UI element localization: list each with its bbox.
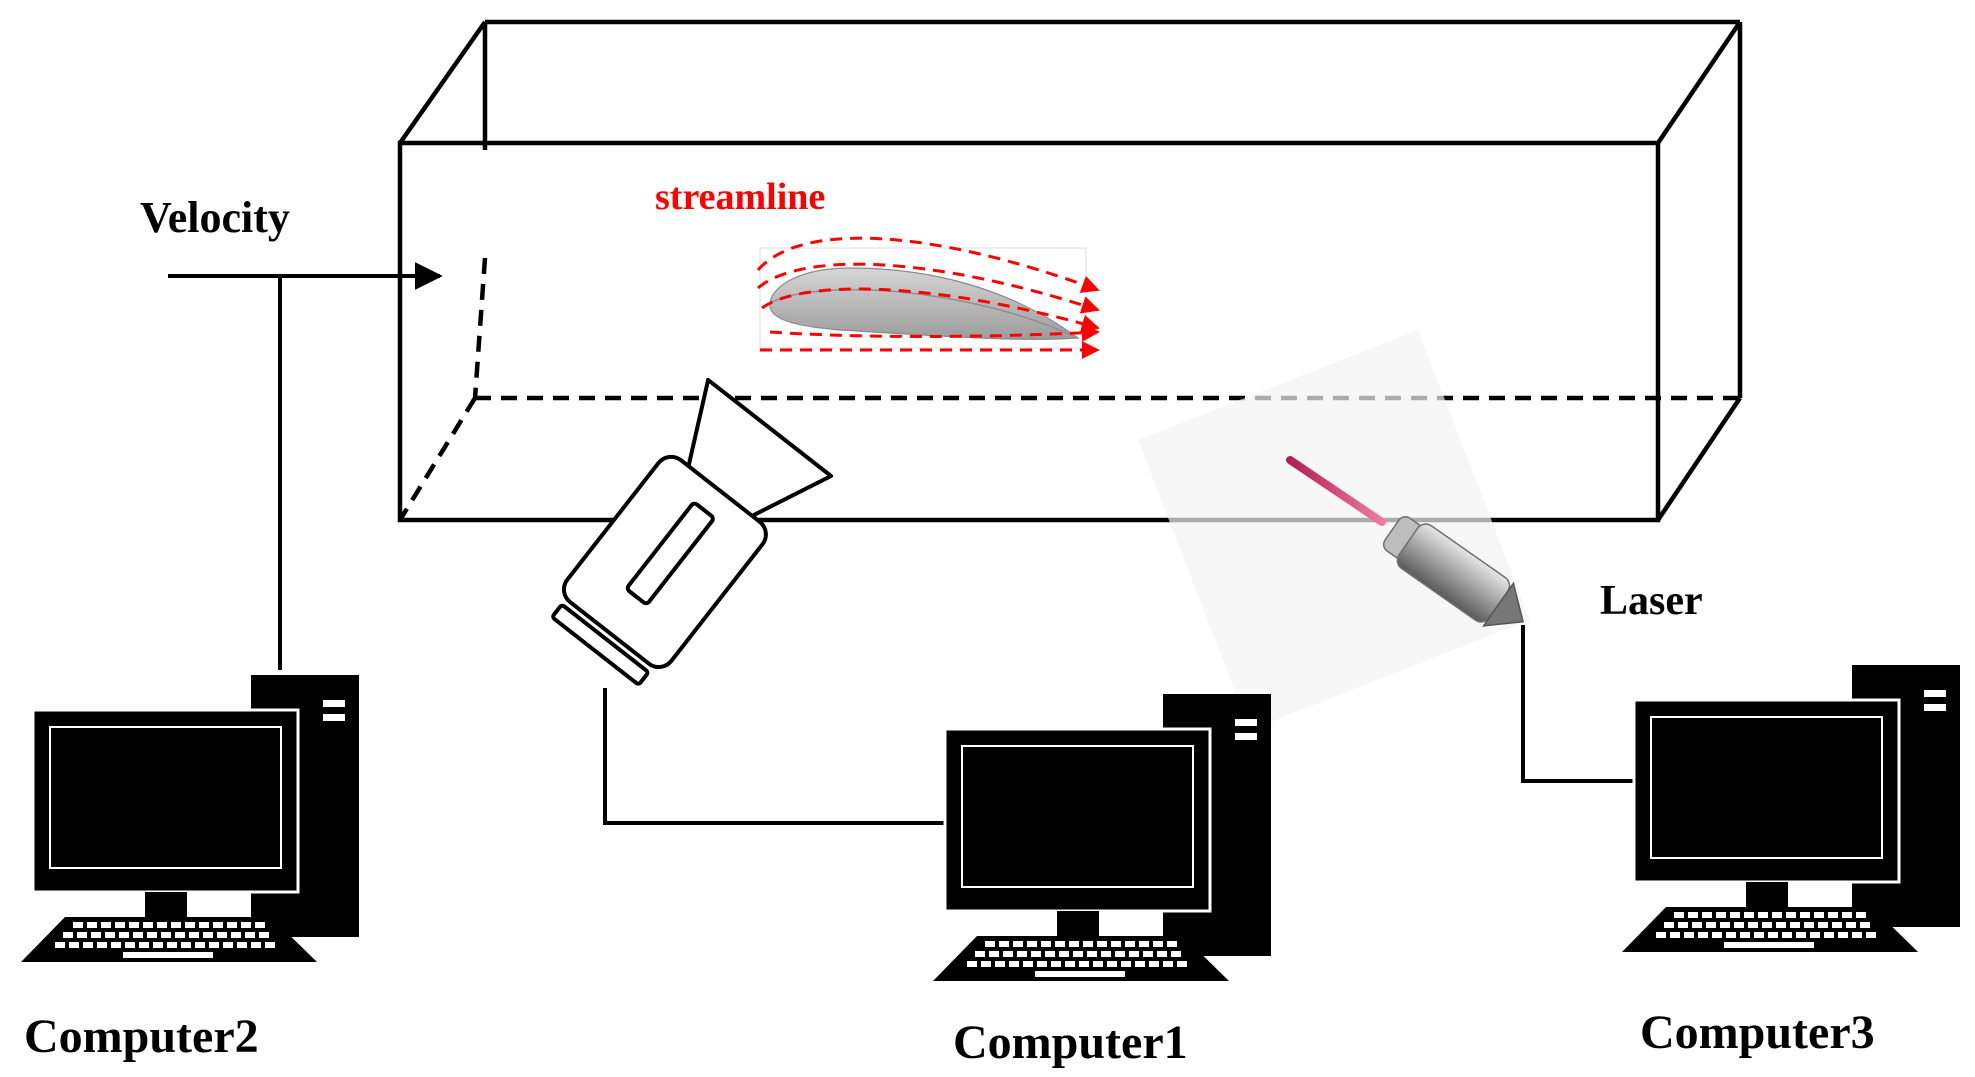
velocity-label: Velocity	[140, 193, 290, 242]
tunnel-hidden-edges	[398, 257, 1740, 522]
airfoil-inset	[756, 236, 1100, 359]
computer1-label: Computer1	[953, 1016, 1188, 1069]
laser-icon	[1382, 516, 1525, 627]
streamline-4	[769, 323, 1100, 342]
camera-icon	[551, 377, 834, 686]
computer2-icon	[19, 673, 361, 964]
computer3-icon	[1620, 663, 1962, 954]
camera-wire	[603, 688, 945, 825]
computer1-icon	[931, 692, 1273, 983]
tunnel-top-right-edge	[1656, 20, 1742, 145]
computer2-label: Computer2	[24, 1010, 259, 1063]
laser-group	[1138, 330, 1530, 730]
laser-wire	[1521, 625, 1655, 783]
streamline-arrows	[756, 236, 1100, 359]
laser-label: Laser	[1600, 578, 1703, 624]
tunnel-top-left-edge	[398, 20, 487, 145]
computer3-label: Computer3	[1640, 1006, 1875, 1059]
laser-beam-icon	[1286, 456, 1386, 526]
wind-tunnel	[397, 19, 1743, 523]
streamline-1	[756, 236, 1100, 293]
streamline-3	[761, 287, 1100, 333]
streamline-2	[757, 262, 1100, 314]
tunnel-bottom-right-edge	[1656, 396, 1742, 522]
laser-sheet-shadow	[1138, 330, 1530, 730]
tunnel-front-face	[397, 140, 1661, 523]
streamline-label: streamline	[655, 176, 825, 218]
